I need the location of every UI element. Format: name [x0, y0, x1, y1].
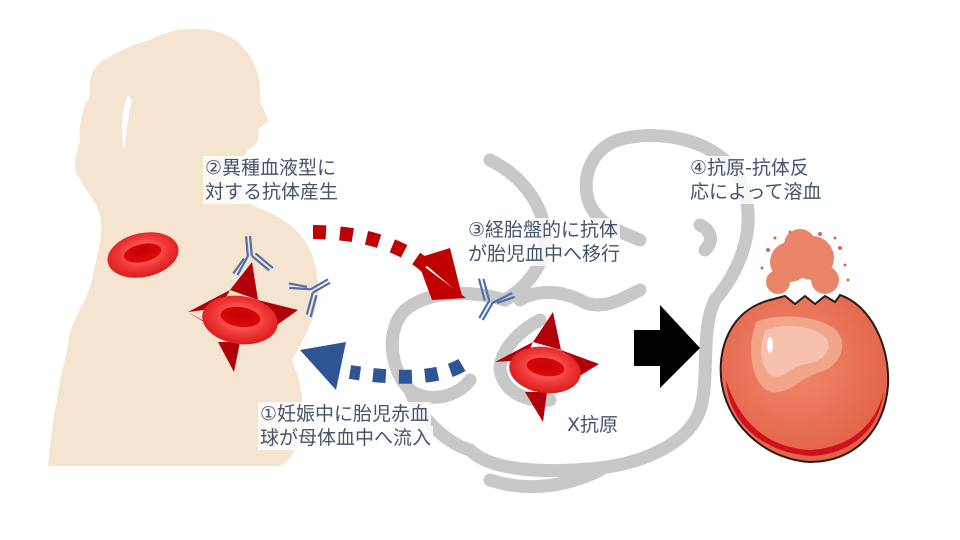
red-blood-cell-with-x-antigen	[188, 262, 298, 372]
step-1-line-1: ①妊娠中に胎児赤血	[258, 402, 432, 426]
red-blood-cell	[107, 232, 179, 278]
blue-dashed-arrow	[300, 342, 466, 390]
step-2-label: ②異種血液型に 対する抗体産生	[203, 156, 341, 204]
step-4-line-1: ④抗原-抗体反	[688, 156, 811, 180]
step-4-line-2: 応によって溶血	[688, 180, 824, 204]
fetal-red-blood-cell-with-x-antigen	[495, 312, 599, 422]
antibody	[477, 278, 515, 321]
antibody	[232, 235, 274, 276]
x-antigen-label: X抗原	[567, 414, 619, 436]
step-1-label: ①妊娠中に胎児赤血 球が母体血中へ流入	[258, 402, 434, 450]
step-3-label: ③経胎盤的に抗体 が胎児血中へ移行	[466, 218, 623, 266]
step-3-line-2: が胎児血中へ移行	[466, 242, 623, 266]
step-1-line-2: 球が母体血中へ流入	[258, 426, 434, 450]
step-3-line-1: ③経胎盤的に抗体	[466, 218, 621, 242]
red-dashed-arrow	[312, 225, 466, 300]
antibody	[288, 278, 331, 318]
step-2-line-1: ②異種血液型に	[203, 156, 339, 180]
lysed-red-blood-cell	[719, 229, 890, 464]
mother-silhouette	[48, 28, 318, 466]
step-2-line-2: 対する抗体産生	[203, 180, 341, 204]
step-4-label: ④抗原-抗体反 応によって溶血	[688, 156, 824, 204]
black-arrow	[634, 305, 700, 388]
